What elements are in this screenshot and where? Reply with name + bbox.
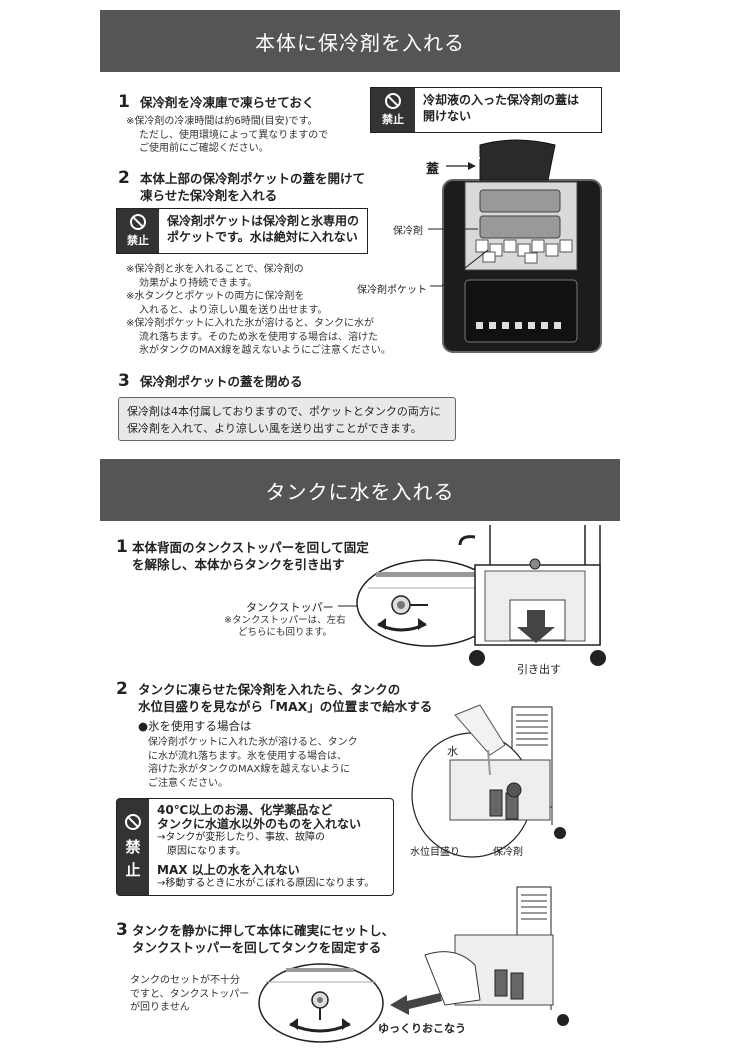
step-notes: ※保冷剤と氷を入れることで、保冷剤の 効果がより持続できます。 ※水タンクとポケ… (126, 264, 391, 356)
step-number: 3 (116, 920, 128, 940)
label-lid: 蓋 (426, 162, 440, 177)
prohibition-mark: 禁止 (371, 88, 415, 132)
step-number: 1 (116, 537, 128, 557)
ice-notes: 保冷剤ポケットに入れた氷が溶けると、タンク に水が流れ落ちます。氷を使用する場合… (148, 737, 358, 789)
prohibition-lid-box: 禁止 冷却液の入った保冷剤の蓋は 開けない (370, 87, 602, 133)
stopper-note: ※タンクストッパーは、左右 どちらにも回ります。 (224, 615, 346, 638)
step-notes: タンクのセットが不十分 ですと、タンクストッパー が回りません (130, 975, 250, 1013)
step-title: 本体上部の保冷剤ポケットの蓋を開けて 凍らせた保冷剤を入れる (140, 171, 366, 203)
arrow-icon (446, 162, 476, 170)
leader-line (430, 249, 489, 287)
ice-heading: ●氷を使用する場合は (138, 719, 252, 733)
cooler-back-illustration (458, 525, 606, 666)
step-title: タンクを静かに押して本体に確実にセットし、 タンクストッパーを回してタンクを固定… (132, 923, 395, 955)
prohibition-mark: 禁 止 (117, 799, 149, 895)
label-water-level: 水位目盛り (410, 847, 460, 858)
section-title-water: タンクに水を入れる (100, 459, 620, 521)
prohibition-text: 40℃以上のお湯、化学薬品など タンクに水道水以外のものを入れない →タンクが変… (157, 803, 375, 889)
label-pull-out: 引き出す (517, 663, 561, 676)
label-water: 水 (447, 745, 458, 758)
info-box: 保冷剤は4本付属しておりますので、ポケットとタンクの両方に 保冷剤を入れて、より… (118, 397, 456, 441)
prohibition-icon (130, 214, 146, 230)
label-tank-stopper: タンクストッパー (246, 601, 334, 614)
prohibition-text: 保冷剤ポケットは保冷剤と氷専用の ポケットです。水は絶対に入れない (167, 214, 360, 244)
prohibition-icon (125, 814, 141, 830)
label-pocket: 保冷剤ポケット (357, 285, 427, 296)
tank-insert-illustration (390, 886, 569, 1026)
prohibition-icon (385, 93, 401, 109)
label-slowly: ゆっくりおこなう (378, 1022, 466, 1035)
tank-filling-illustration (411, 704, 566, 858)
step-number: 2 (118, 168, 130, 188)
step-number: 3 (118, 371, 130, 391)
stopper-closeup-illustration (356, 559, 502, 647)
prohibition-pocket-box: 禁止 保冷剤ポケットは保冷剤と氷専用の ポケットです。水は絶対に入れない (116, 208, 368, 254)
step-number: 2 (116, 679, 128, 699)
prohibition-mark: 禁止 (117, 209, 159, 253)
label-coolant: 保冷剤 (393, 226, 423, 237)
prohibition-water-box: 禁 止 40℃以上のお湯、化学薬品など タンクに水道水以外のものを入れない →タ… (116, 798, 394, 896)
step-title: 保冷剤ポケットの蓋を閉める (140, 374, 303, 389)
step-note: ※保冷剤の冷凍時間は約6時間(目安)です。 ただし、使用環境によって異なりますの… (126, 116, 329, 154)
cooler-top-illustration (442, 139, 602, 353)
label-coolant-tank: 保冷剤 (493, 847, 523, 858)
section-title-coolant: 本体に保冷剤を入れる (100, 10, 620, 72)
step-title: 保冷剤を冷凍庫で凍らせておく (140, 95, 315, 110)
step-title: タンクに凍らせた保冷剤を入れたら、タンクの 水位目盛りを見ながら「MAX」の位置… (138, 682, 433, 714)
stopper-closeup-illustration (258, 963, 384, 1043)
step-title: 本体背面のタンクストッパーを回して固定 を解除し、本体からタンクを引き出す (132, 540, 369, 572)
step-number: 1 (118, 92, 130, 112)
prohibition-text: 冷却液の入った保冷剤の蓋は 開けない (423, 93, 580, 123)
leader-line (428, 228, 478, 230)
